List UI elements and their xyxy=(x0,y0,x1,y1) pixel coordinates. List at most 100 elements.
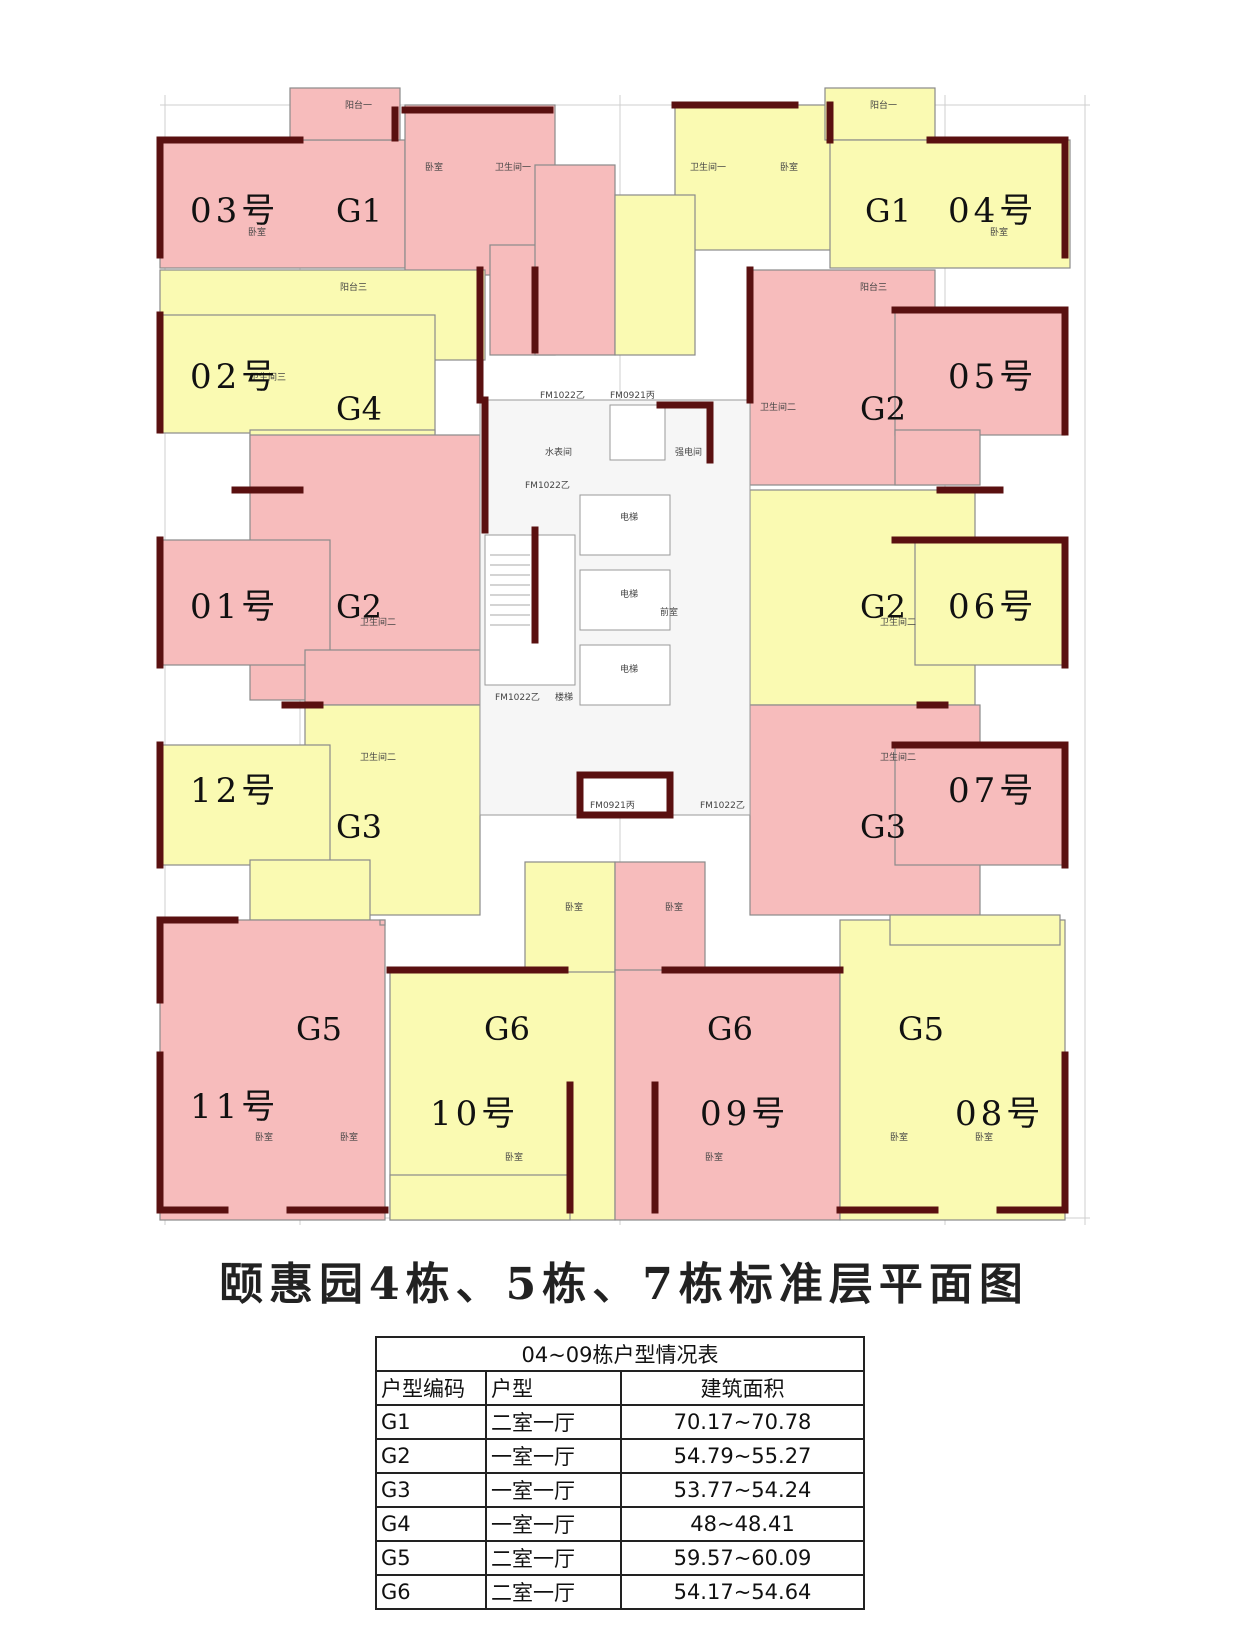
row-area: 70.17~70.78 xyxy=(620,1404,865,1440)
unit-04-block xyxy=(614,87,1071,356)
core-label-4: FM1022乙 xyxy=(700,800,745,811)
svg-text:阳台一: 阳台一 xyxy=(345,99,372,111)
unit-10-block xyxy=(389,861,616,1221)
svg-text:卧室: 卧室 xyxy=(890,1131,908,1143)
unit-number-labels: 03号 04号 02号 05号 01号 06号 12号 07号 11号 10号 … xyxy=(190,191,1044,1134)
core-label-5: FM0921丙 xyxy=(590,800,635,811)
table-row: G6 二室一厅 54.17~54.64 xyxy=(375,1574,865,1610)
row-code: G1 xyxy=(375,1404,487,1440)
unit-number-03: 03号 xyxy=(190,191,279,231)
row-area: 48~48.41 xyxy=(620,1506,865,1542)
unit-type-09: G6 xyxy=(707,1010,753,1048)
unit-08-block xyxy=(839,914,1066,1221)
core-label-2: FM1022乙 xyxy=(540,390,585,401)
row-code: G5 xyxy=(375,1540,487,1576)
table-row: G4 一室一厅 48~48.41 xyxy=(375,1506,865,1542)
unit-number-04: 04号 xyxy=(948,191,1037,231)
svg-text:卫生间二: 卫生间二 xyxy=(360,751,396,763)
svg-text:卫生间一: 卫生间一 xyxy=(495,161,531,173)
table-caption-row: 04~09栋户型情况表 xyxy=(375,1336,865,1372)
unit-number-10: 10号 xyxy=(430,1094,519,1134)
unit-type-02: G4 xyxy=(336,390,382,428)
unit-06-block xyxy=(749,489,1066,706)
row-type: 一室一厅 xyxy=(485,1506,622,1542)
row-code: G4 xyxy=(375,1506,487,1542)
svg-text:卧室: 卧室 xyxy=(340,1131,358,1143)
unit-number-09: 09号 xyxy=(700,1094,789,1134)
svg-text:卫生间二: 卫生间二 xyxy=(880,616,916,628)
table-row: G5 二室一厅 59.57~60.09 xyxy=(375,1540,865,1576)
svg-text:卧室: 卧室 xyxy=(248,226,266,238)
svg-text:电梯: 电梯 xyxy=(620,588,638,600)
svg-text:阳台三: 阳台三 xyxy=(340,281,367,293)
row-area: 54.79~55.27 xyxy=(620,1438,865,1474)
svg-text:卫生间一: 卫生间一 xyxy=(690,161,726,173)
core-area xyxy=(479,399,751,816)
table-row: G2 一室一厅 54.79~55.27 xyxy=(375,1438,865,1474)
row-type: 一室一厅 xyxy=(485,1438,622,1474)
row-type: 二室一厅 xyxy=(485,1574,622,1610)
svg-text:卧室: 卧室 xyxy=(425,161,443,173)
unit-number-12: 12号 xyxy=(190,771,279,811)
header-code: 户型编码 xyxy=(375,1370,487,1406)
unit-number-08: 08号 xyxy=(955,1094,1044,1134)
unit-01-block xyxy=(159,434,481,706)
svg-text:阳台一: 阳台一 xyxy=(870,99,897,111)
room-labels: 阳台一阳台一 卧室卫生间一 卫生间一卧室 卧室卧室 阳台三阳台三 FM1022乙… xyxy=(248,99,1008,1163)
core-label-0: FM1022乙 xyxy=(525,480,570,491)
svg-text:阳台三: 阳台三 xyxy=(860,281,887,293)
exterior-walls xyxy=(156,101,1069,1214)
svg-text:卧室: 卧室 xyxy=(780,161,798,173)
table-header-row: 户型编码 户型 建筑面积 xyxy=(375,1370,865,1406)
core-label-1: FM0921丙 xyxy=(610,390,655,401)
plan-title: 颐惠园4栋、5栋、7栋标准层平面图 xyxy=(219,1259,1029,1310)
unit-type-table: 04~09栋户型情况表 户型编码 户型 建筑面积 G1 二室一厅 70.17~7… xyxy=(375,1336,865,1610)
svg-text:水表间: 水表间 xyxy=(545,446,572,458)
unit-type-12: G3 xyxy=(336,808,382,846)
row-type: 二室一厅 xyxy=(485,1540,622,1576)
unit-number-05: 05号 xyxy=(948,357,1037,397)
unit-type-07: G3 xyxy=(860,808,906,846)
svg-text:卫生间二: 卫生间二 xyxy=(760,401,796,413)
floor-plan: 阳台一阳台一 卧室卫生间一 卫生间一卧室 卧室卧室 阳台三阳台三 FM1022乙… xyxy=(156,87,1090,1225)
svg-text:卧室: 卧室 xyxy=(505,1151,523,1163)
unit-number-02: 02号 xyxy=(190,357,279,397)
svg-text:卧室: 卧室 xyxy=(705,1151,723,1163)
stair-treads xyxy=(490,554,530,626)
row-code: G6 xyxy=(375,1574,487,1610)
unit-type-10: G6 xyxy=(484,1010,530,1048)
svg-text:电梯: 电梯 xyxy=(620,663,638,675)
unit-type-05: G2 xyxy=(860,390,906,428)
unit-type-11: G5 xyxy=(296,1010,342,1048)
core-label-3: FM1022乙 xyxy=(495,692,540,703)
unit-type-01: G2 xyxy=(336,588,382,626)
unit-type-04: G1 xyxy=(865,192,911,230)
row-code: G3 xyxy=(375,1472,487,1508)
header-area: 建筑面积 xyxy=(620,1370,865,1406)
row-code: G2 xyxy=(375,1438,487,1474)
svg-text:卧室: 卧室 xyxy=(665,901,683,913)
row-area: 54.17~54.64 xyxy=(620,1574,865,1610)
unit-07-block xyxy=(749,704,1066,916)
unit-type-labels: G1 G1 G4 G2 G2 G2 G3 G3 G5 G6 G6 G5 xyxy=(296,192,944,1048)
svg-text:卧室: 卧室 xyxy=(255,1131,273,1143)
unit-type-06: G2 xyxy=(860,588,906,626)
svg-text:电梯: 电梯 xyxy=(620,511,638,523)
svg-text:卫生间二: 卫生间二 xyxy=(880,751,916,763)
svg-text:卫生间二: 卫生间二 xyxy=(360,616,396,628)
unit-03-block xyxy=(159,87,616,356)
unit-11-block xyxy=(159,919,386,1221)
table-row: G1 二室一厅 70.17~70.78 xyxy=(375,1404,865,1440)
svg-text:卧室: 卧室 xyxy=(565,901,583,913)
svg-text:楼梯: 楼梯 xyxy=(555,691,573,703)
svg-text:强电间: 强电间 xyxy=(675,446,702,458)
unit-12-block xyxy=(159,704,481,921)
row-area: 53.77~54.24 xyxy=(620,1472,865,1508)
unit-05-block xyxy=(749,269,1066,486)
unit-type-03: G1 xyxy=(336,192,382,230)
svg-text:卫生间三: 卫生间三 xyxy=(250,371,286,383)
svg-text:前室: 前室 xyxy=(660,606,678,618)
table-caption: 04~09栋户型情况表 xyxy=(375,1336,865,1372)
row-area: 59.57~60.09 xyxy=(620,1540,865,1576)
